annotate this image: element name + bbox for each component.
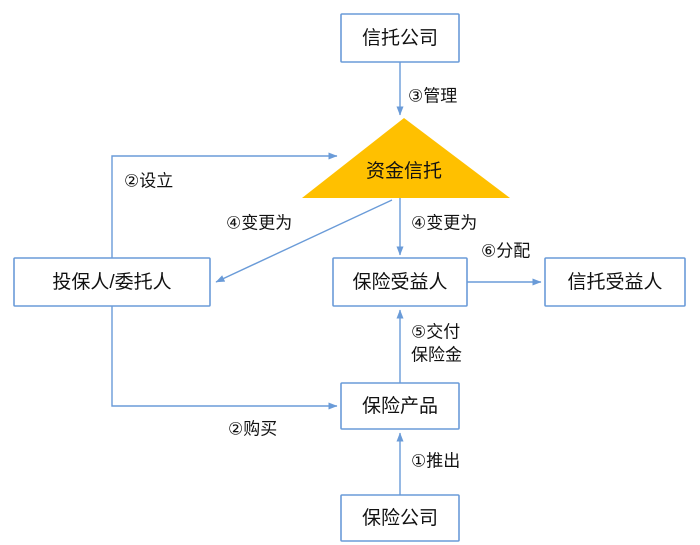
node-insurance-product-label: 保险产品 xyxy=(362,395,438,417)
node-insurance-company-box[interactable] xyxy=(340,494,460,542)
node-trust-company-label: 信托公司 xyxy=(362,27,438,49)
node-trust-company[interactable]: 信托公司 xyxy=(340,13,460,63)
node-policyholder[interactable]: 投保人/委托人 xyxy=(13,257,211,307)
edge-purchase: ②购买 xyxy=(111,306,338,438)
node-insurance-beneficiary-box[interactable] xyxy=(332,257,468,307)
edge-purchase-line xyxy=(111,306,338,410)
edge-pay-insurance-money-label-line1: ⑤交付 xyxy=(411,322,460,341)
node-insurance-product-box[interactable] xyxy=(340,382,460,430)
edge-establish: ②设立 xyxy=(111,152,338,258)
edge-pay-insurance-money-label-line2: 保险金 xyxy=(411,345,462,364)
node-policyholder-box[interactable] xyxy=(13,257,211,307)
node-insurance-beneficiary-label: 保险受益人 xyxy=(352,271,447,293)
node-insurance-company-label: 保险公司 xyxy=(362,507,438,529)
node-trust-beneficiary[interactable]: 信托受益人 xyxy=(544,257,686,307)
node-insurance-product[interactable]: 保险产品 xyxy=(340,382,460,430)
node-insurance-company[interactable]: 保险公司 xyxy=(340,494,460,542)
edge-establish-label: ②设立 xyxy=(124,171,173,190)
node-trust-beneficiary-box[interactable] xyxy=(544,257,686,307)
edge-change-to-policyholder: ④变更为 xyxy=(215,199,393,283)
node-fund-trust-triangle[interactable] xyxy=(302,118,510,198)
edge-change-to-beneficiary: ④变更为 xyxy=(396,198,477,256)
edge-distribute: ⑥分配 xyxy=(467,241,542,286)
edge-change-to-policyholder-line xyxy=(215,199,393,283)
edge-change-to-policyholder-label: ④变更为 xyxy=(226,213,292,232)
node-fund-trust-label: 资金信托 xyxy=(366,160,442,182)
node-trust-company-box[interactable] xyxy=(340,13,460,63)
edge-launch: ①推出 xyxy=(396,432,460,495)
edge-launch-label: ①推出 xyxy=(411,451,460,470)
node-insurance-beneficiary[interactable]: 保险受益人 xyxy=(332,257,468,307)
edge-establish-line xyxy=(111,152,338,258)
node-policyholder-label: 投保人/委托人 xyxy=(52,271,171,293)
node-trust-beneficiary-label: 信托受益人 xyxy=(567,271,662,293)
edge-pay-insurance-money: ⑤交付 保险金 xyxy=(396,309,462,383)
node-fund-trust[interactable]: 资金信托 xyxy=(302,118,510,198)
edge-manage: ③管理 xyxy=(396,62,457,116)
edge-manage-label: ③管理 xyxy=(408,86,457,105)
edge-purchase-label: ②购买 xyxy=(228,419,277,438)
edge-change-to-beneficiary-label: ④变更为 xyxy=(411,213,477,232)
edge-distribute-label: ⑥分配 xyxy=(481,241,530,260)
